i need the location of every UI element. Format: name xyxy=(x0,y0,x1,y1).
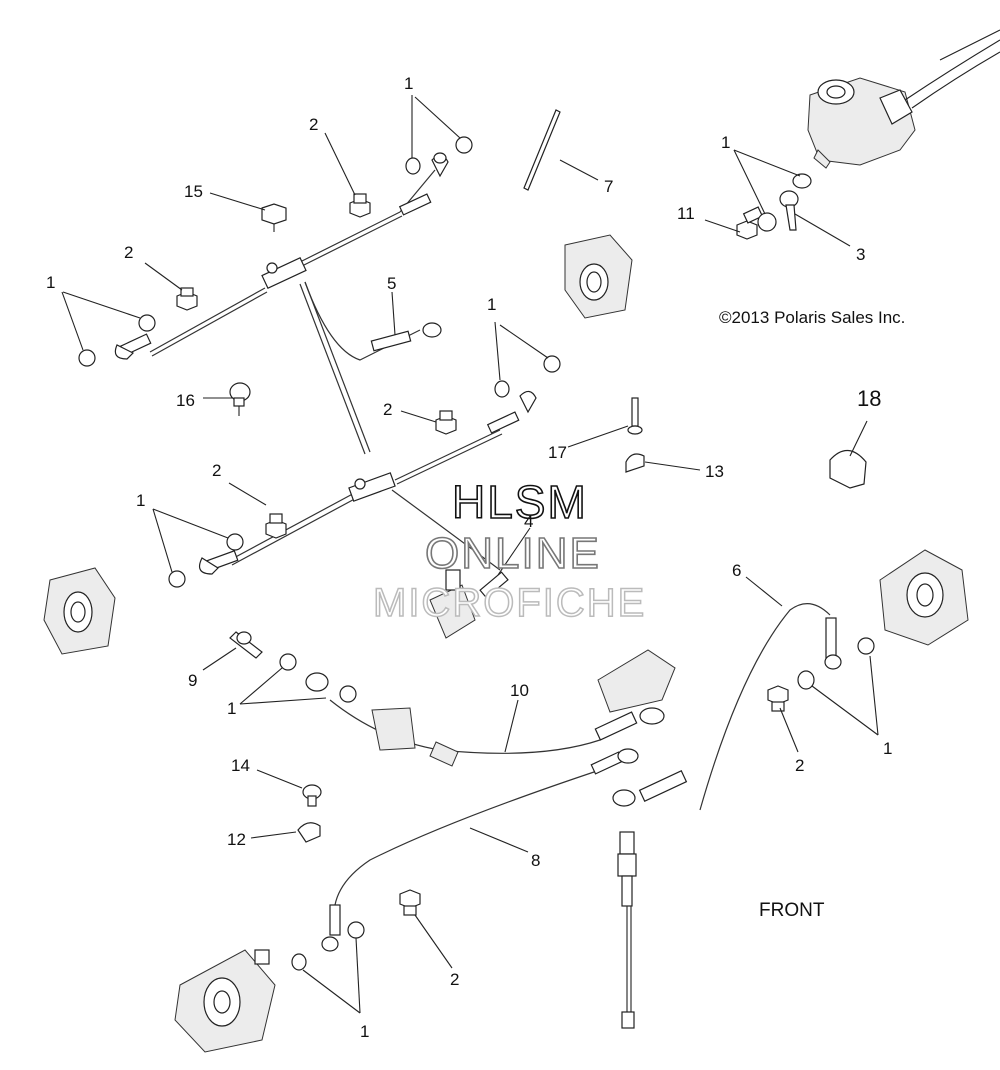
master-cylinder xyxy=(807,29,1000,169)
callout-2: 2 xyxy=(124,243,133,262)
callout-1: 1 xyxy=(883,739,892,758)
callout-4: 4 xyxy=(524,512,533,531)
callout-1: 1 xyxy=(360,1022,369,1041)
rod-7 xyxy=(523,109,561,191)
line-8 xyxy=(291,748,639,971)
callout-9: 9 xyxy=(188,671,197,690)
callout-3: 3 xyxy=(856,245,865,264)
line-6 xyxy=(612,603,875,811)
caliper-top xyxy=(564,234,633,319)
callout-10: 10 xyxy=(510,681,529,700)
callout-1: 1 xyxy=(721,133,730,152)
callout-2: 2 xyxy=(212,461,221,480)
fitting-9 xyxy=(229,631,263,659)
callout-15: 15 xyxy=(184,182,203,201)
callout-6: 6 xyxy=(732,561,741,580)
middle-hardware xyxy=(168,355,561,588)
caliper-bottom xyxy=(174,949,276,1053)
line-10 xyxy=(279,649,676,767)
callout-labels: 1 2 15 2 1 5 7 1 11 3 ©2013 Polaris Sale… xyxy=(46,74,905,1041)
callout-5: 5 xyxy=(387,274,396,293)
callout-14: 14 xyxy=(231,756,250,775)
callout-2: 2 xyxy=(383,400,392,419)
callout-8: 8 xyxy=(531,851,540,870)
callout-1: 1 xyxy=(404,74,413,93)
middle-brake-lines xyxy=(199,390,537,599)
watermark-hlsm: HLSM xyxy=(452,476,588,528)
callout-2: 2 xyxy=(450,970,459,989)
callout-1: 1 xyxy=(136,491,145,510)
clip-16 xyxy=(229,382,251,416)
callout-1: 1 xyxy=(487,295,496,314)
watermark-online: ONLINE xyxy=(425,529,601,578)
banjo-hardware xyxy=(736,173,812,240)
callout-12: 12 xyxy=(227,830,246,849)
clip-12-bolt-14 xyxy=(297,784,322,843)
valve-center xyxy=(429,569,476,639)
callout-2: 2 xyxy=(309,115,318,134)
watermark-microfiche: MICROFICHE xyxy=(373,581,646,625)
callout-11: 11 xyxy=(677,204,695,223)
copyright-text: ©2013 Polaris Sales Inc. xyxy=(719,308,905,327)
upper-brake-lines xyxy=(114,152,449,455)
callout-13: 13 xyxy=(705,462,724,481)
caliper-left xyxy=(43,567,116,655)
callout-2: 2 xyxy=(795,756,804,775)
callout-7: 7 xyxy=(604,177,613,196)
leader-lines xyxy=(61,95,879,1014)
callout-1: 1 xyxy=(227,699,236,718)
upper-hardware xyxy=(78,136,473,367)
callout-17: 17 xyxy=(548,443,567,462)
vertical-hose xyxy=(617,831,637,1029)
front-label: FRONT xyxy=(759,900,825,921)
callout-16: 16 xyxy=(176,391,195,410)
clip-13-bolt-17 xyxy=(625,397,867,489)
caliper-right xyxy=(879,549,969,646)
callout-1: 1 xyxy=(46,273,55,292)
callout-18: 18 xyxy=(857,386,881,411)
